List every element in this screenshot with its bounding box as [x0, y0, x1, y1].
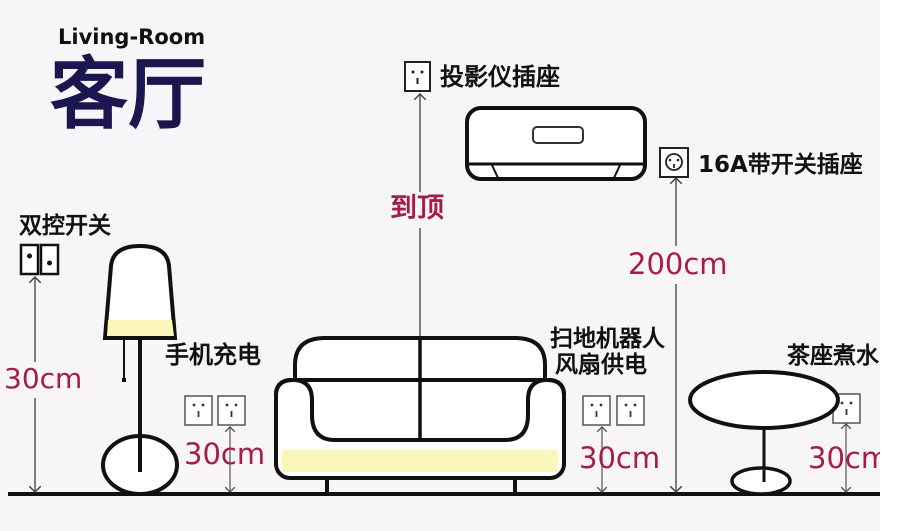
ac-height-label: 200cm — [628, 247, 728, 281]
robot-height-label: 30cm — [579, 441, 661, 475]
dual-switch-icon — [19, 243, 60, 276]
dual-switch-label: 双控开关 — [19, 213, 111, 239]
air-conditioner-icon — [465, 106, 647, 181]
diagram-drawing — [8, 61, 880, 496]
robot-label-line1: 扫地机器人 — [550, 326, 665, 352]
robot-socket-icon-2 — [616, 395, 645, 426]
projector-socket-icon — [404, 61, 431, 92]
phone-height-label: 30cm — [184, 437, 266, 471]
to-ceiling-label: 到顶 — [390, 193, 444, 224]
sofa-icon — [274, 336, 566, 494]
title-chinese: 客厅 — [50, 50, 207, 140]
side-table-icon — [688, 370, 840, 496]
phone-socket-icon-2 — [217, 395, 246, 426]
robot-socket-icon-1 — [582, 395, 611, 426]
robot-label-line2: 风扇供电 — [555, 352, 647, 378]
phone-socket-icon-1 — [184, 395, 213, 426]
floor-lamp-icon — [101, 243, 179, 496]
ac-socket-label: 16A带开关插座 — [698, 152, 863, 178]
diagram-canvas: Living-Room 客厅 投影仪插座 到顶 16A带开关插座 200cm 双… — [4, 25, 880, 496]
switch-height-label: 30cm — [4, 362, 83, 395]
projector-socket-label: 投影仪插座 — [440, 63, 560, 91]
16a-socket-icon — [659, 147, 689, 178]
tea-label: 茶座煮水 — [787, 343, 879, 369]
tea-height-label: 30cm — [808, 441, 880, 475]
phone-charging-label: 手机充电 — [165, 341, 261, 369]
title-english: Living-Room — [58, 25, 206, 49]
